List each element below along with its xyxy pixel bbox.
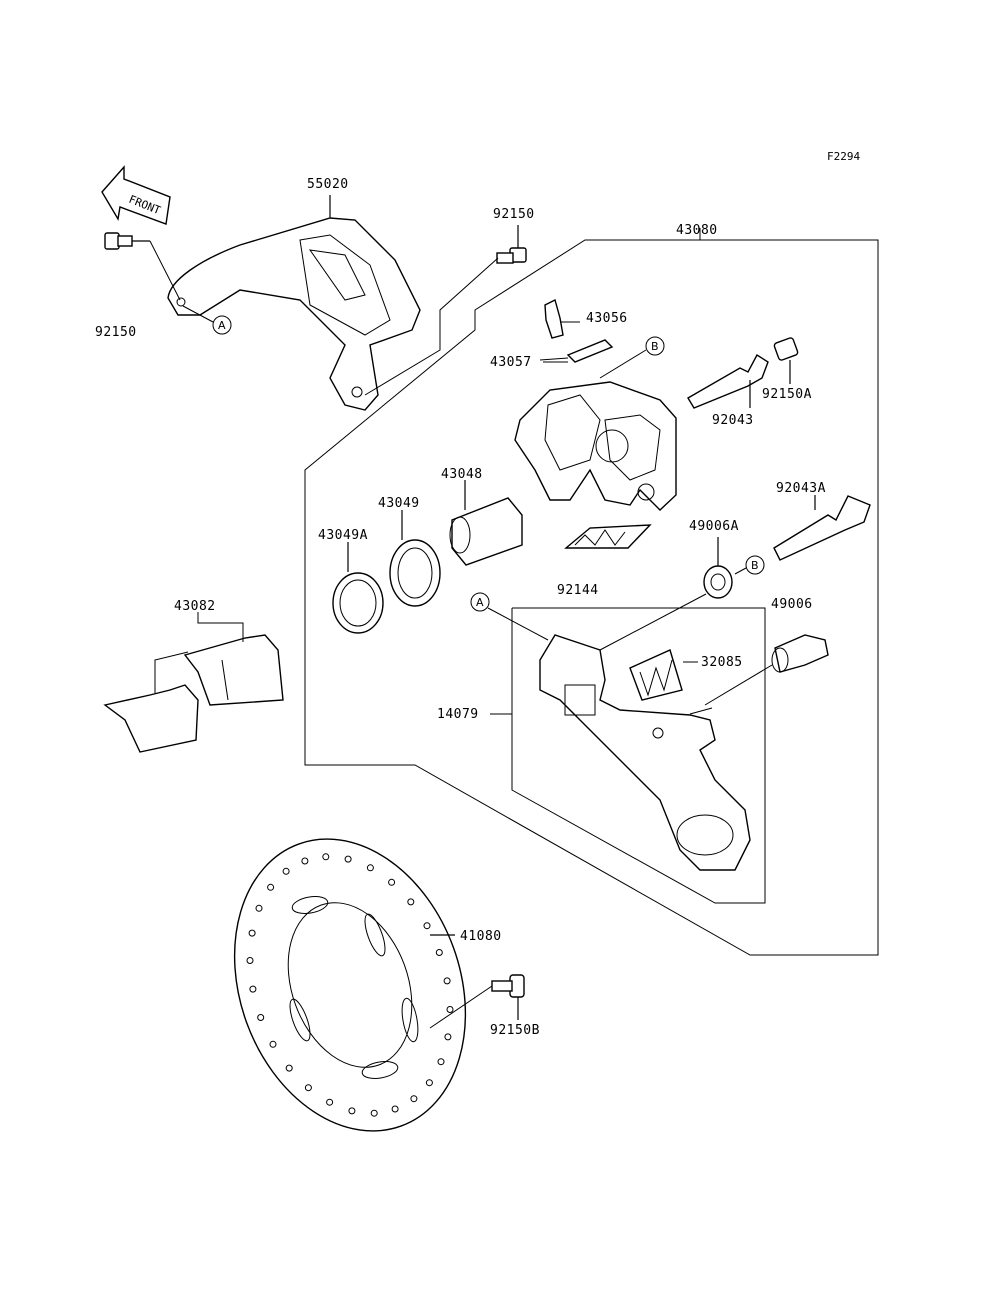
brake-pads-43082	[103, 612, 284, 753]
label-43080: 43080	[676, 223, 718, 238]
disc-hole	[257, 1014, 265, 1021]
disc-hole	[388, 878, 396, 886]
label-41080: 41080	[460, 929, 502, 944]
disc-hole	[425, 1079, 433, 1087]
ref-mark-b-2: B	[734, 555, 765, 575]
disc-hole	[366, 864, 374, 872]
disc-hole	[370, 1109, 378, 1117]
label-14079: 14079	[437, 707, 479, 722]
label-32085: 32085	[701, 655, 743, 670]
spring-32085	[629, 649, 683, 701]
label-92150A: 92150A	[762, 387, 812, 402]
disc-hole	[255, 904, 263, 912]
disc-hole	[410, 1095, 418, 1103]
label-43049: 43049	[378, 496, 420, 511]
label-92150B: 92150B	[490, 1023, 540, 1038]
svg-text:A: A	[218, 319, 226, 332]
seal-43049	[389, 510, 441, 607]
disc-hole	[423, 922, 431, 930]
disc-hole	[282, 867, 290, 875]
disc-hole	[301, 857, 309, 865]
disc-hole	[269, 1040, 277, 1048]
bolt-92150B	[429, 974, 525, 1029]
label-49006: 49006	[771, 597, 813, 612]
boot-49006	[704, 634, 829, 706]
disc-hole	[444, 1033, 452, 1041]
seal-43049A	[332, 542, 384, 634]
bracket-subassembly-outline	[511, 607, 766, 904]
ref-mark-a-2: A	[470, 592, 549, 641]
bolt-92150-top	[364, 225, 527, 396]
figure-code: F2294	[827, 150, 860, 163]
disc-hole	[443, 977, 451, 985]
disc-hole	[348, 1107, 356, 1115]
caliper-body	[514, 381, 677, 511]
label-49006A: 49006A	[689, 519, 739, 534]
disc-hole	[285, 1064, 293, 1072]
piston-43048	[449, 480, 523, 566]
ref-mark-a-1: A	[182, 305, 232, 335]
label-43082: 43082	[174, 599, 216, 614]
label-55020: 55020	[307, 177, 349, 192]
disc-hole	[326, 1098, 334, 1106]
svg-text:A: A	[476, 596, 484, 609]
disc-hole	[407, 898, 415, 906]
disc-hole	[391, 1105, 399, 1113]
pin-92043A	[773, 495, 871, 561]
front-arrow-icon: FRONT	[101, 165, 171, 225]
disc-hole	[322, 853, 330, 861]
shim	[564, 524, 652, 549]
plug-92150A	[773, 337, 799, 384]
boot-49006A	[599, 537, 733, 651]
disc-hole	[267, 883, 275, 891]
svg-text:B: B	[751, 559, 759, 572]
bleeder-valve-43056	[544, 298, 580, 339]
disc-hole	[304, 1084, 312, 1092]
label-43057: 43057	[490, 355, 532, 370]
disc-hole	[446, 1006, 454, 1013]
disc-hole	[435, 949, 443, 956]
pin-92043	[687, 354, 769, 409]
disc-hole	[246, 957, 254, 964]
label-92043A: 92043A	[776, 481, 826, 496]
svg-text:B: B	[651, 340, 659, 353]
label-43048: 43048	[441, 467, 483, 482]
cap-43057	[539, 339, 614, 363]
brake-disc-41080	[233, 838, 467, 1132]
disc-hole	[437, 1058, 445, 1066]
caliper-mount-bracket	[167, 195, 421, 411]
label-92144: 92144	[557, 583, 599, 598]
bracket-14079	[539, 634, 751, 871]
label-92043: 92043	[712, 413, 754, 428]
caliper-assembly-outline	[304, 239, 879, 956]
label-43049A: 43049A	[318, 528, 368, 543]
disc-hole	[344, 855, 352, 863]
label-92150-top: 92150	[493, 207, 535, 222]
ref-mark-b-1: B	[599, 336, 665, 379]
disc-hole	[248, 929, 256, 937]
bolt-92150-left	[104, 232, 181, 301]
disc-hole	[249, 985, 257, 993]
label-92150-left: 92150	[95, 325, 137, 340]
label-43056: 43056	[586, 311, 628, 326]
